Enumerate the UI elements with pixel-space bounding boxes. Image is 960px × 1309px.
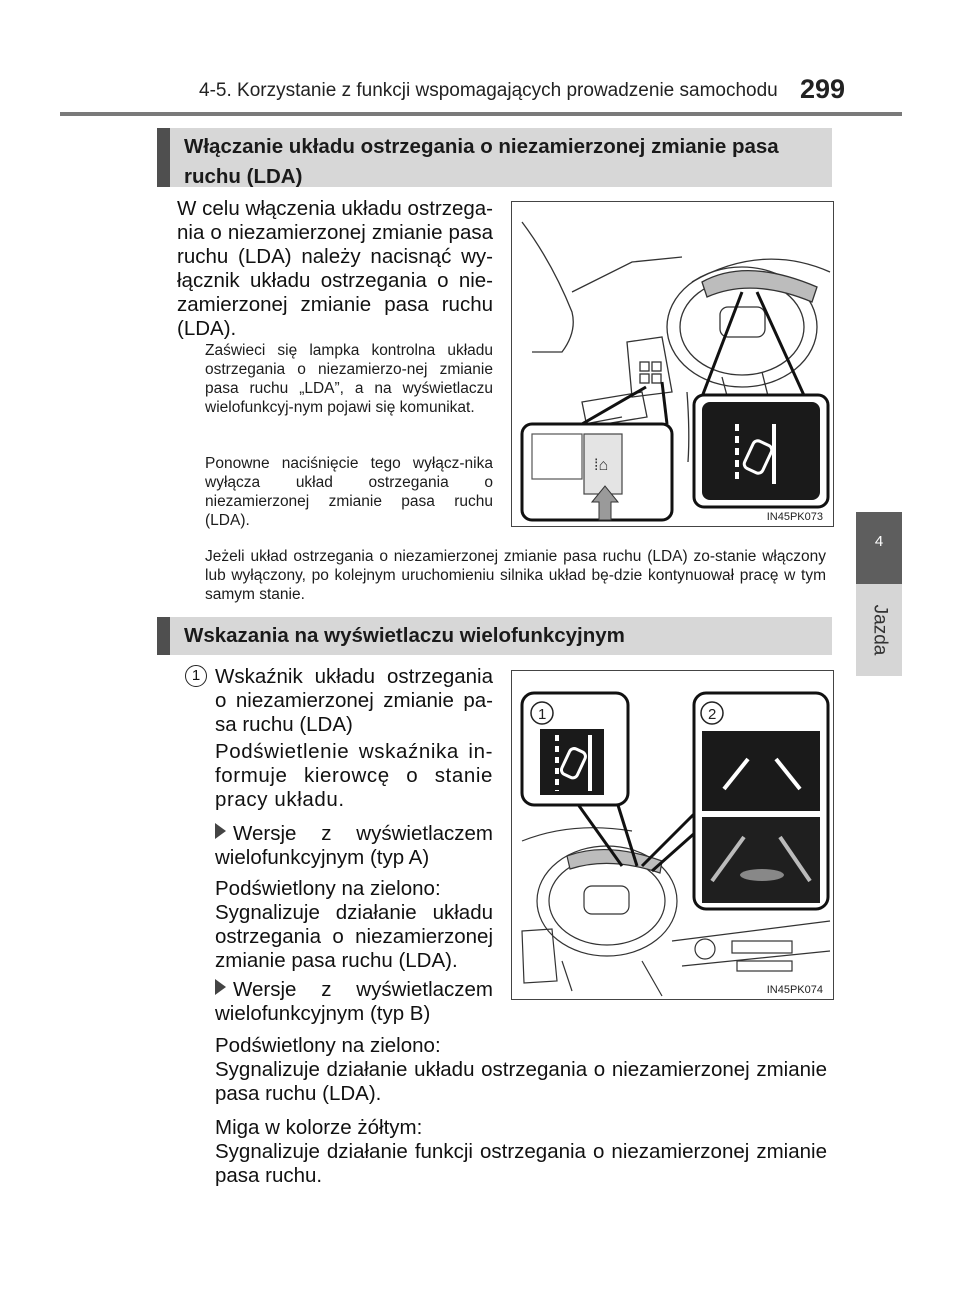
item-title: Wskaźnik układu ostrzegania o niezamierz… <box>215 665 493 736</box>
bullet-type-a-text: Wersje z wyświetlaczem wielofunkcyjnym (… <box>215 822 493 869</box>
type-b-state-green: Podświetlony na zielono: Sygnalizuje dzi… <box>215 1034 827 1106</box>
switch-off-note: Ponowne naciśnięcie tego wyłącz-nika wył… <box>205 455 493 529</box>
type-b-state-label: Podświetlony na zielono: <box>215 1034 441 1057</box>
chapter-tab-label-bg <box>856 584 902 676</box>
item-number-badge: 1 <box>185 665 207 687</box>
chapter-tab <box>856 512 902 584</box>
figure-code: IN45PK074 <box>764 984 825 996</box>
type-b-state-yellow: Miga w kolorze żółtym: Sygnalizuje dział… <box>215 1116 827 1188</box>
figure-code: IN45PK073 <box>764 511 825 523</box>
type-a-state-desc: Sygnalizuje działanie układu ostrzegania… <box>215 901 493 972</box>
type-b-state2-label: Miga w kolorze żółtym: <box>215 1116 423 1139</box>
bullet-type-a: Wersje z wyświetlaczem wielofunkcyjnym (… <box>215 822 493 870</box>
activation-instructions: W celu włączenia układu ostrzega-nia o n… <box>177 197 493 340</box>
item-description: Podświetlenie wskaźnika in-formuje kiero… <box>215 740 493 811</box>
bullet-arrow-icon <box>215 823 226 839</box>
section-heading-lda-activation: Włączanie układu ostrzegania o niezamier… <box>157 128 832 188</box>
header-rule <box>60 112 902 116</box>
type-a-state: Podświetlony na zielono: Sygnalizuje dzi… <box>215 877 493 973</box>
indicator-note: Zaświeci się lampka kontrolna układu ost… <box>205 342 493 416</box>
state-memory-note: Jeżeli układ ostrzegania o niezamierzone… <box>205 548 826 603</box>
page-number: 299 <box>800 74 846 104</box>
type-b-state-desc: Sygnalizuje działanie układu ostrzegania… <box>215 1058 827 1105</box>
type-b-state2-desc: Sygnalizuje działanie funkcji ostrzegani… <box>215 1140 827 1187</box>
callout-1: 1 <box>538 706 546 723</box>
display-illustration: 1 2 <box>520 691 831 997</box>
bullet-type-b-text: Wersje z wyświetlaczem wielofunkcyjnym (… <box>215 978 493 1025</box>
dashboard-illustration: ⁞⌂ <box>520 221 831 522</box>
figure-display-indicators: 1 2 IN45PK074 <box>511 670 834 1000</box>
svg-text:⁞⌂: ⁞⌂ <box>594 457 608 474</box>
chapter-title: 4-5. Korzystanie z funkcji wspomagającyc… <box>199 80 778 101</box>
chapter-tab-number: 4 <box>874 533 884 550</box>
chapter-tab-label: Jazda <box>869 604 891 656</box>
callout-2: 2 <box>708 706 716 723</box>
figure-lda-switch: ⁞⌂ IN45PK073 <box>511 201 834 527</box>
bullet-type-b: Wersje z wyświetlaczem wielofunkcyjnym (… <box>215 978 493 1026</box>
section-heading-display-indications: Wskazania na wyświetlaczu wielofunkcyjny… <box>157 617 832 655</box>
bullet-arrow-icon <box>215 979 226 995</box>
type-a-state-label: Podświetlony na zielono: <box>215 877 441 900</box>
